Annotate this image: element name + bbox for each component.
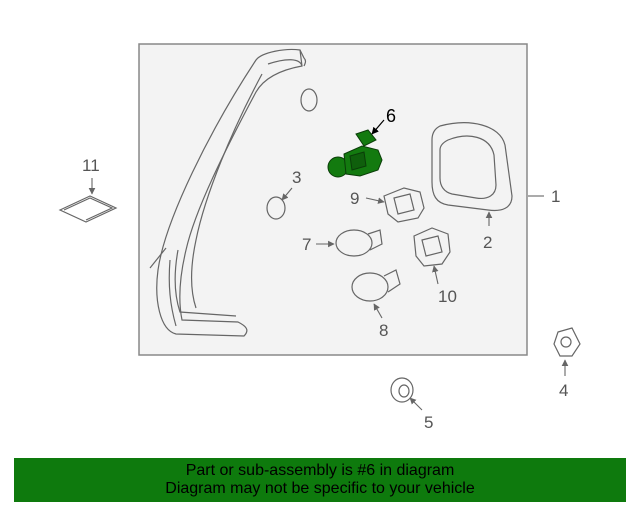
- part-6-highlighted-socket[interactable]: [327, 129, 383, 178]
- callout-11: 11: [82, 156, 100, 175]
- tail-lamp-housing: [149, 48, 307, 337]
- banner-line-1: Part or sub-assembly is #6 in diagram: [185, 462, 455, 479]
- part-8-bulb: [351, 269, 401, 302]
- callout-7: 7: [302, 235, 311, 254]
- callout-4: 4: [559, 381, 568, 400]
- part-2-gasket-cover: [431, 122, 513, 212]
- leader-lines: [88, 178, 569, 411]
- callout-8: 8: [379, 321, 388, 340]
- housing-oval-clip: [300, 88, 318, 112]
- callout-5: 5: [424, 413, 433, 432]
- part-5-grommet: [390, 377, 414, 403]
- part-10-bulb-socket: [413, 227, 451, 267]
- part-4-grommet: [553, 327, 581, 357]
- callout-3: 3: [292, 168, 301, 187]
- info-banner: Part or sub-assembly is #6 in diagram Di…: [14, 458, 626, 502]
- assembly-frame: [138, 43, 528, 356]
- callout-9: 9: [350, 189, 359, 208]
- part-9-bulb-socket: [383, 187, 425, 223]
- part-11-label-sheet: [58, 195, 118, 223]
- part-7-bulb: [335, 229, 383, 257]
- leader-line-6: [371, 119, 385, 135]
- callout-2: 2: [483, 233, 492, 252]
- callout-1: 1: [551, 187, 560, 206]
- callout-6[interactable]: 6: [386, 106, 396, 126]
- banner-line-2: Diagram may not be specific to your vehi…: [165, 480, 475, 497]
- callout-10: 10: [438, 287, 457, 306]
- part-3-lens-clip: [266, 196, 286, 220]
